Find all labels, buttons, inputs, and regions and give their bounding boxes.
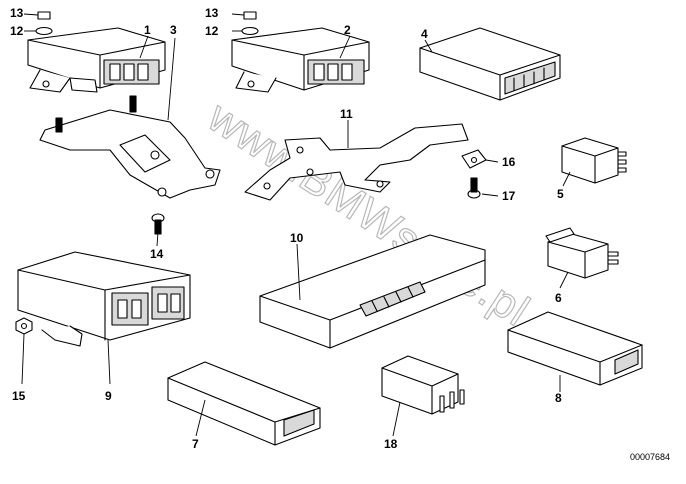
callout-13-right: 13 [205, 6, 219, 20]
part-15-nut[interactable] [15, 317, 33, 335]
part-7-control-unit[interactable] [167, 361, 321, 446]
callout-12-left: 12 [10, 24, 24, 38]
document-number: 00007684 [630, 452, 670, 462]
callout-18: 18 [384, 437, 398, 451]
part-17-screw[interactable] [467, 177, 481, 199]
part-9-control-unit[interactable] [17, 251, 191, 347]
callout-6: 6 [555, 291, 562, 305]
part-6-relay[interactable] [545, 227, 619, 279]
callout-5: 5 [557, 187, 564, 201]
part-11-bracket[interactable] [244, 123, 469, 201]
callout-4: 4 [421, 27, 428, 41]
part-12-washer-right[interactable] [241, 26, 259, 36]
part-5-relay[interactable] [561, 137, 627, 184]
part-4-control-unit[interactable] [419, 27, 561, 101]
part-3-bracket[interactable] [39, 95, 221, 199]
callout-7: 7 [192, 437, 199, 451]
callout-15: 15 [12, 389, 26, 403]
callout-3: 3 [170, 23, 177, 37]
callout-8: 8 [555, 391, 562, 405]
callout-16: 16 [502, 155, 516, 169]
part-13-nut-right[interactable] [243, 11, 257, 20]
callout-13-left: 13 [10, 6, 24, 20]
part-16-clip[interactable] [461, 149, 487, 169]
part-2-control-unit[interactable] [231, 27, 370, 93]
callout-12-right: 12 [205, 24, 219, 38]
callout-9: 9 [105, 389, 112, 403]
part-12-washer-left[interactable] [35, 26, 53, 36]
callout-17: 17 [502, 189, 516, 203]
part-1-control-unit[interactable] [27, 27, 166, 93]
part-14-screw[interactable] [151, 213, 165, 235]
callout-11: 11 [340, 107, 353, 121]
callout-1: 1 [144, 23, 151, 37]
callout-numbers: 1 2 3 4 5 6 7 8 9 10 11 12 12 13 13 14 1… [10, 6, 564, 451]
callout-lines [21, 13, 571, 437]
part-10-control-unit[interactable] [259, 234, 486, 349]
callout-2: 2 [344, 23, 351, 37]
callout-10: 10 [290, 231, 304, 245]
part-13-nut-left[interactable] [37, 11, 51, 20]
part-18-relay[interactable] [381, 355, 465, 415]
part-8-control-unit[interactable] [507, 311, 643, 386]
callout-14: 14 [150, 247, 164, 261]
